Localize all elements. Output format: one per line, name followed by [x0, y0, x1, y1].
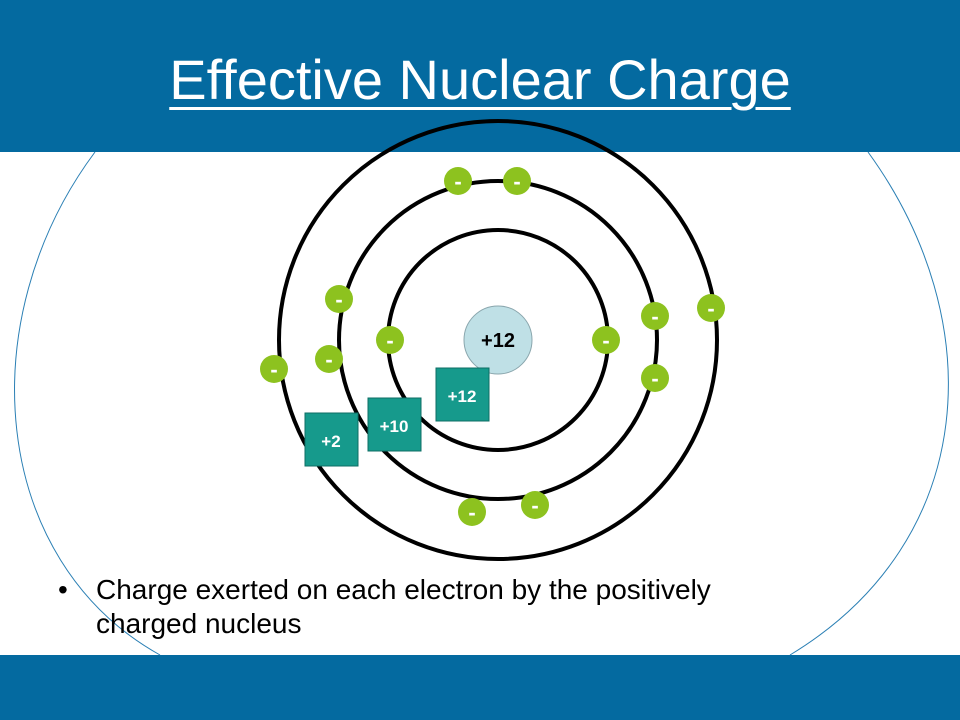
electron-sign: - — [513, 169, 520, 194]
nucleus: +12 — [463, 305, 533, 375]
charge-box — [367, 397, 422, 452]
title-band — [0, 0, 960, 152]
left-frame-arc — [14, 151, 161, 656]
electron: - — [592, 326, 620, 354]
bullet-marker: • — [58, 574, 68, 605]
electron: - — [697, 294, 725, 322]
electron-sign: - — [270, 357, 277, 382]
electron-sign: - — [454, 169, 461, 194]
electron: - — [641, 302, 669, 330]
electron-dot — [260, 355, 288, 383]
electron: - — [260, 355, 288, 383]
electron-dot — [641, 364, 669, 392]
electron-sign: - — [325, 347, 332, 372]
effective-charge-box-shell-1: +12 — [435, 367, 490, 422]
charge-box — [304, 412, 359, 467]
electron: - — [315, 345, 343, 373]
electron-dot — [592, 326, 620, 354]
electron-dot — [641, 302, 669, 330]
electron-sign: - — [707, 296, 714, 321]
nucleus-circle — [463, 305, 533, 375]
electron-sign: - — [335, 287, 342, 312]
electron: - — [325, 285, 353, 313]
electron-sign: - — [602, 328, 609, 353]
effective-charge-box-shell-3: +2 — [304, 412, 359, 467]
bullet-text: Charge exerted on each electron by the p… — [96, 574, 711, 639]
electron: - — [444, 167, 472, 195]
right-frame-arc — [789, 151, 949, 656]
effective-charge-box-shell-2: +10 — [367, 397, 422, 452]
electron: - — [458, 498, 486, 526]
electron-dot — [458, 498, 486, 526]
charge-box — [435, 367, 490, 422]
footer-band — [0, 655, 960, 720]
charge-box-label: +10 — [380, 417, 409, 436]
charge-box-label: +2 — [321, 432, 340, 451]
electron-dot — [376, 326, 404, 354]
electron-dot — [444, 167, 472, 195]
electron-dot — [697, 294, 725, 322]
electron-sign: - — [651, 366, 658, 391]
electron-sign: - — [531, 493, 538, 518]
electron: - — [376, 326, 404, 354]
electron-sign: - — [468, 500, 475, 525]
electron-sign: - — [651, 304, 658, 329]
shell-3-ring — [277, 119, 719, 561]
electron-dot — [315, 345, 343, 373]
electron-dot — [503, 167, 531, 195]
electron: - — [521, 491, 549, 519]
electron-sign: - — [386, 328, 393, 353]
bullet-item: • Charge exerted on each electron by the… — [58, 573, 818, 641]
slide-title: Effective Nuclear Charge — [169, 48, 791, 111]
shell-2-ring — [337, 179, 659, 501]
electron: - — [503, 167, 531, 195]
electron-dot — [521, 491, 549, 519]
charge-box-label: +12 — [448, 387, 477, 406]
electron-dot — [325, 285, 353, 313]
electron: - — [641, 364, 669, 392]
nucleus-label: +12 — [481, 330, 515, 352]
